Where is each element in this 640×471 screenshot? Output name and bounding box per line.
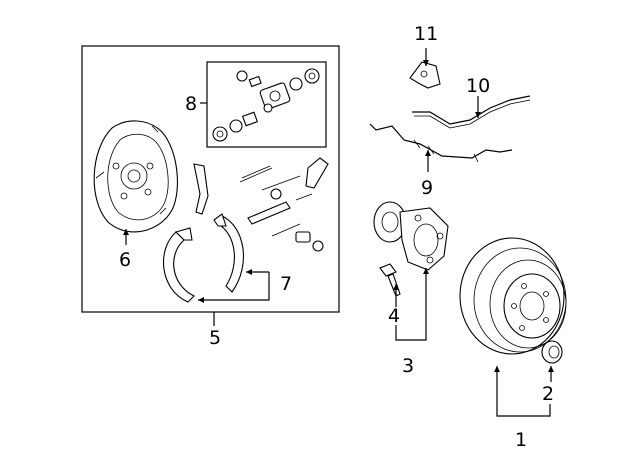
brake-hardware	[193, 157, 329, 252]
hose-bracket	[409, 61, 441, 89]
brake-kit-box	[81, 45, 340, 313]
hub-bearing-assembly	[373, 201, 449, 271]
callout-9: 9	[421, 177, 433, 199]
brake-hose	[412, 95, 531, 125]
brake-shoes	[162, 213, 245, 303]
brake-drum	[459, 237, 567, 355]
leader-1	[496, 366, 551, 417]
backing-plate	[93, 120, 178, 233]
callout-1: 1	[515, 429, 527, 451]
leader-3	[395, 268, 427, 341]
callout-4: 4	[388, 305, 400, 327]
wheel-cylinder-parts	[212, 68, 320, 142]
brake-hose-inner	[414, 99, 531, 129]
arrowheads	[123, 60, 554, 372]
callout-6: 6	[119, 249, 131, 271]
callout-11: 11	[414, 23, 438, 45]
brake-line-clips	[413, 139, 479, 163]
callout-7: 7	[280, 273, 292, 295]
brake-line	[369, 123, 513, 159]
callout-8: 8	[185, 93, 197, 115]
hub-bolt	[379, 263, 401, 297]
callout-10: 10	[466, 75, 490, 97]
wheel-cylinder-kit-box	[206, 61, 327, 148]
callout-5: 5	[209, 327, 221, 349]
callout-3: 3	[402, 355, 414, 377]
hub-cap	[541, 340, 563, 364]
callout-2: 2	[542, 383, 554, 405]
